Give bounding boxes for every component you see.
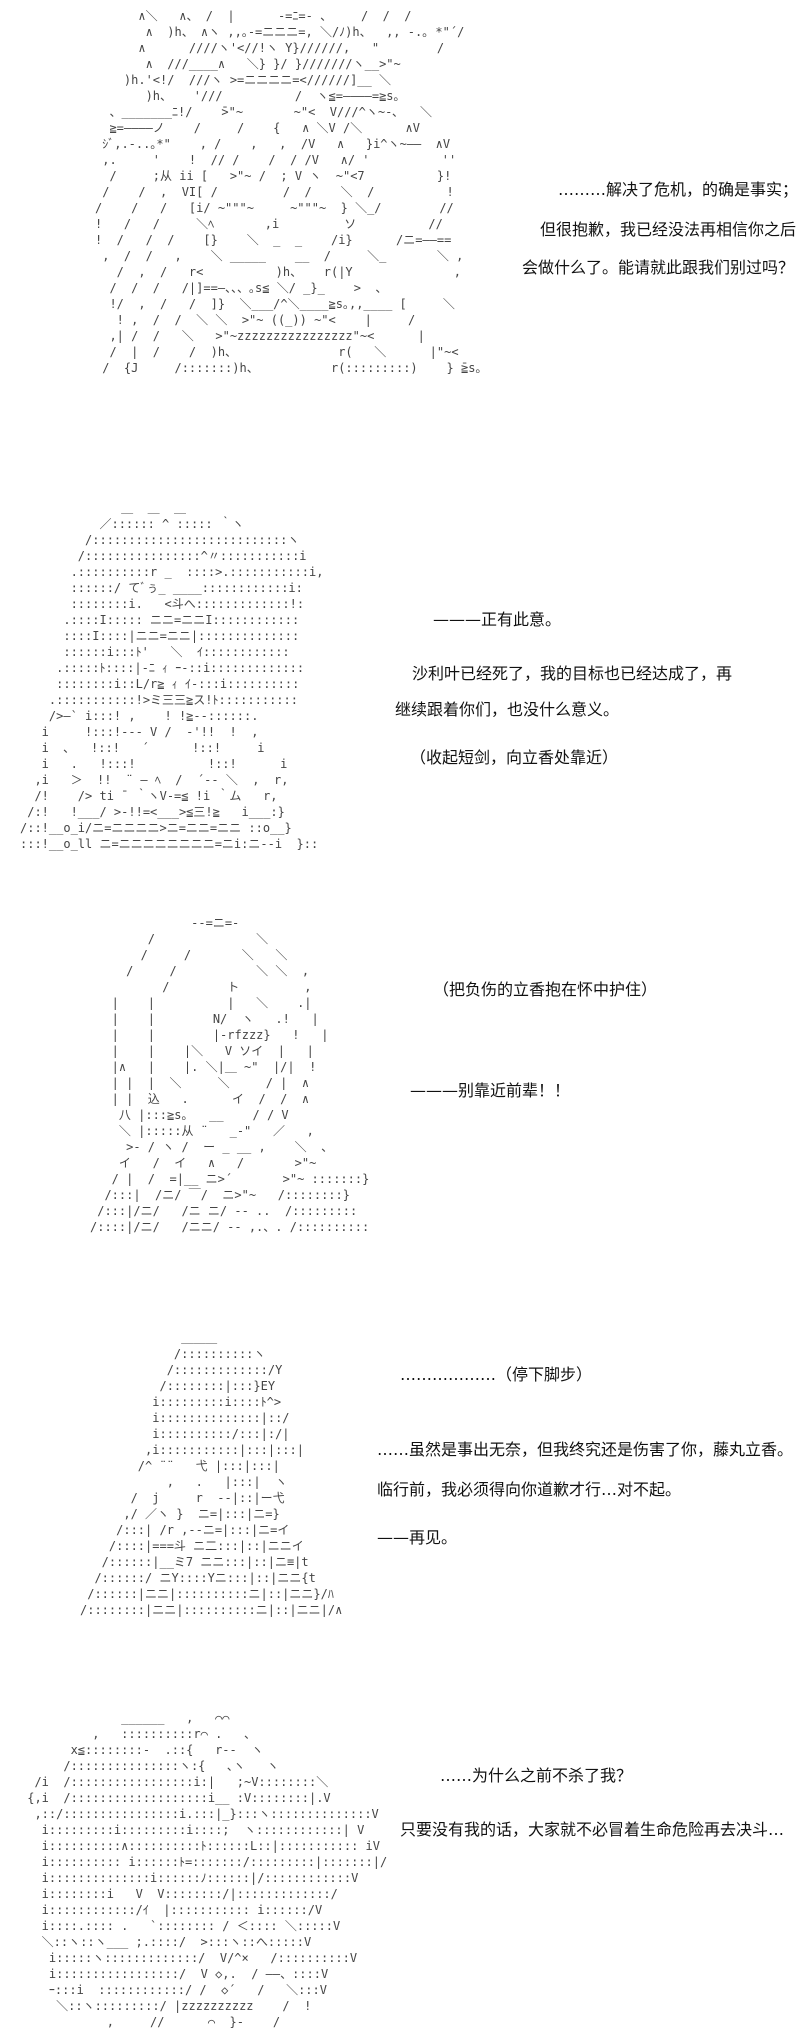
panel-1: ∧＼ ∧、 / | -=ﾆ=- 、 / / / ∧ )h、 ∧ヽ ,,｡-=ニニ… <box>0 0 800 480</box>
dialogue-line: 继续跟着你们，也没什么意义。 <box>395 700 620 719</box>
dialogue-line: ———正有此意。 <box>433 610 562 629</box>
dialogue-line: 沙利叶已经死了，我的目标也已经达成了，再 <box>412 664 733 683</box>
dialogue-line: 只要没有我的话，大家就不必冒着生命危险再去决斗… <box>400 1820 785 1839</box>
ascii-art-5: ______ , ⌒⌒ , ::::::::::r⌒ . 、 x≦:::::::… <box>27 1711 388 2029</box>
ascii-art-4: ＿＿＿ /::::::::::ヽ /:::::::::::::/Y /:::::… <box>80 1331 343 1617</box>
dialogue-line: 会做什么了。能请就此跟我们别过吗？ <box>522 258 795 277</box>
dialogue-line: 但很抱歉，我已经没法再相信你之后 <box>540 220 797 239</box>
panel-4: ＿＿＿ /::::::::::ヽ /:::::::::::::/Y /:::::… <box>0 1320 800 1700</box>
dialogue-line: ……虽然是事出无奈，但我终究还是伤害了你，藤丸立香。 <box>377 1440 794 1459</box>
ascii-art-1: ∧＼ ∧、 / | -=ﾆ=- 、 / / / ∧ )h、 ∧ヽ ,,｡-=ニニ… <box>95 9 482 375</box>
panel-5: ______ , ⌒⌒ , ::::::::::r⌒ . 、 x≦:::::::… <box>0 1700 800 2029</box>
panel-3: --=ニ=- / ＼ / / ＼ ＼ / / ＼ ＼ , / ト , | | |… <box>0 905 800 1305</box>
dialogue-line: 临行前，我必须得向你道歉才行…对不起。 <box>377 1480 682 1499</box>
dialogue-line: ………解决了危机，的确是事实； <box>558 180 799 199</box>
ascii-art-2: ＿ ＿ ＿ ／:::::: ^ ::::: ｀ヽ /::::::::::::::… <box>20 501 324 851</box>
stage-direction: （收起短剑，向立香处靠近） <box>410 748 619 767</box>
panel-2: ＿ ＿ ＿ ／:::::: ^ ::::: ｀ヽ /::::::::::::::… <box>0 490 800 890</box>
ascii-art-3: --=ニ=- / ＼ / / ＼ ＼ / / ＼ ＼ , / ト , | | |… <box>90 916 370 1234</box>
stage-direction: （把负伤的立香抱在怀中护住） <box>433 980 658 999</box>
dialogue-line: ———别靠近前辈！！ <box>410 1081 571 1100</box>
dialogue-line: ——再见。 <box>377 1528 458 1547</box>
dialogue-line: ……为什么之前不杀了我？ <box>440 1766 633 1785</box>
stage-direction: ………………（停下脚步） <box>400 1365 593 1384</box>
